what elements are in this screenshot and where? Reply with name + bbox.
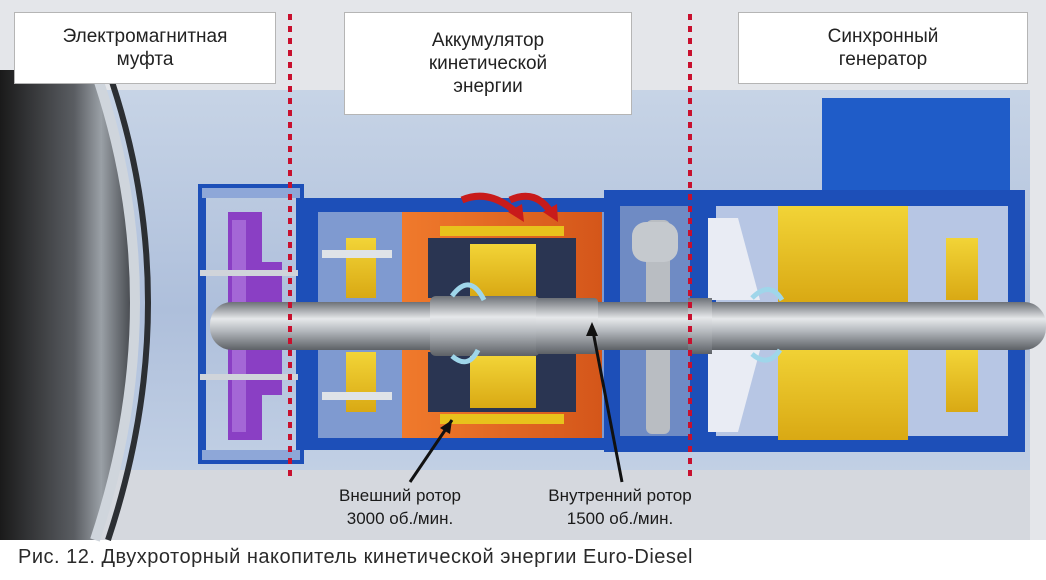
- accumulator-label: Аккумулятор кинетической энергии: [344, 12, 632, 115]
- generator-fan-bottom: [708, 350, 760, 432]
- generator-bearing-bottom: [946, 350, 978, 412]
- left-bearing-bottom: [346, 352, 376, 412]
- left-bearing-ring-bottom: [322, 392, 392, 400]
- generator-label: Синхронный генератор: [738, 12, 1028, 84]
- flywheel-rim-dark: [105, 69, 151, 541]
- generator-fan-top: [708, 218, 760, 300]
- left-bearing-ring-top: [322, 250, 392, 258]
- shaft-collar-2: [536, 298, 598, 354]
- outer-rotor-magnet-bottom: [470, 356, 536, 408]
- coupling-disc-lever: [632, 222, 678, 262]
- heat-arrow-2-head: [543, 204, 558, 222]
- flywheel-rim: [90, 68, 140, 542]
- generator-top-block: [822, 98, 1010, 200]
- outer-rotor-bar-top: [440, 226, 564, 236]
- clutch-label: Электромагнитная муфта: [14, 12, 276, 84]
- clutch-rod-2: [200, 374, 298, 380]
- outer-rotor-annotation: Внешний ротор 3000 об./мин.: [339, 486, 461, 528]
- clutch-frame-bar-top: [202, 188, 300, 198]
- rotation-arrow-4: [750, 348, 783, 363]
- rotation-arrow-2: [450, 348, 481, 365]
- clutch-rod-1: [200, 270, 298, 276]
- clutch-frame-bar-bottom: [202, 450, 300, 460]
- rotation-arrow-1: [450, 282, 487, 302]
- flywheel-housing: [0, 70, 135, 540]
- heat-arrow-1-head: [508, 204, 524, 222]
- left-bearing-top: [346, 238, 376, 298]
- shaft-collar-1: [430, 296, 540, 356]
- generator-stator-top: [778, 206, 908, 302]
- figure-caption: Рис. 12. Двухроторный накопитель кинетич…: [18, 546, 693, 568]
- pointer-outer-rotor-head: [440, 420, 452, 434]
- outer-rotor-magnet-top: [470, 244, 536, 296]
- generator-stator-bottom: [778, 344, 908, 440]
- pointer-inner-rotor-head: [586, 322, 598, 336]
- main-shaft: [210, 302, 1046, 350]
- rotation-arrow-3: [750, 287, 785, 302]
- generator-bearing-top: [946, 238, 978, 300]
- pointer-inner-rotor: [590, 325, 624, 483]
- floor-band: [100, 470, 1030, 540]
- inner-rotor-annotation: Внутренний ротор 1500 об./мин.: [548, 486, 692, 528]
- outer-rotor-bar-bottom: [440, 414, 564, 424]
